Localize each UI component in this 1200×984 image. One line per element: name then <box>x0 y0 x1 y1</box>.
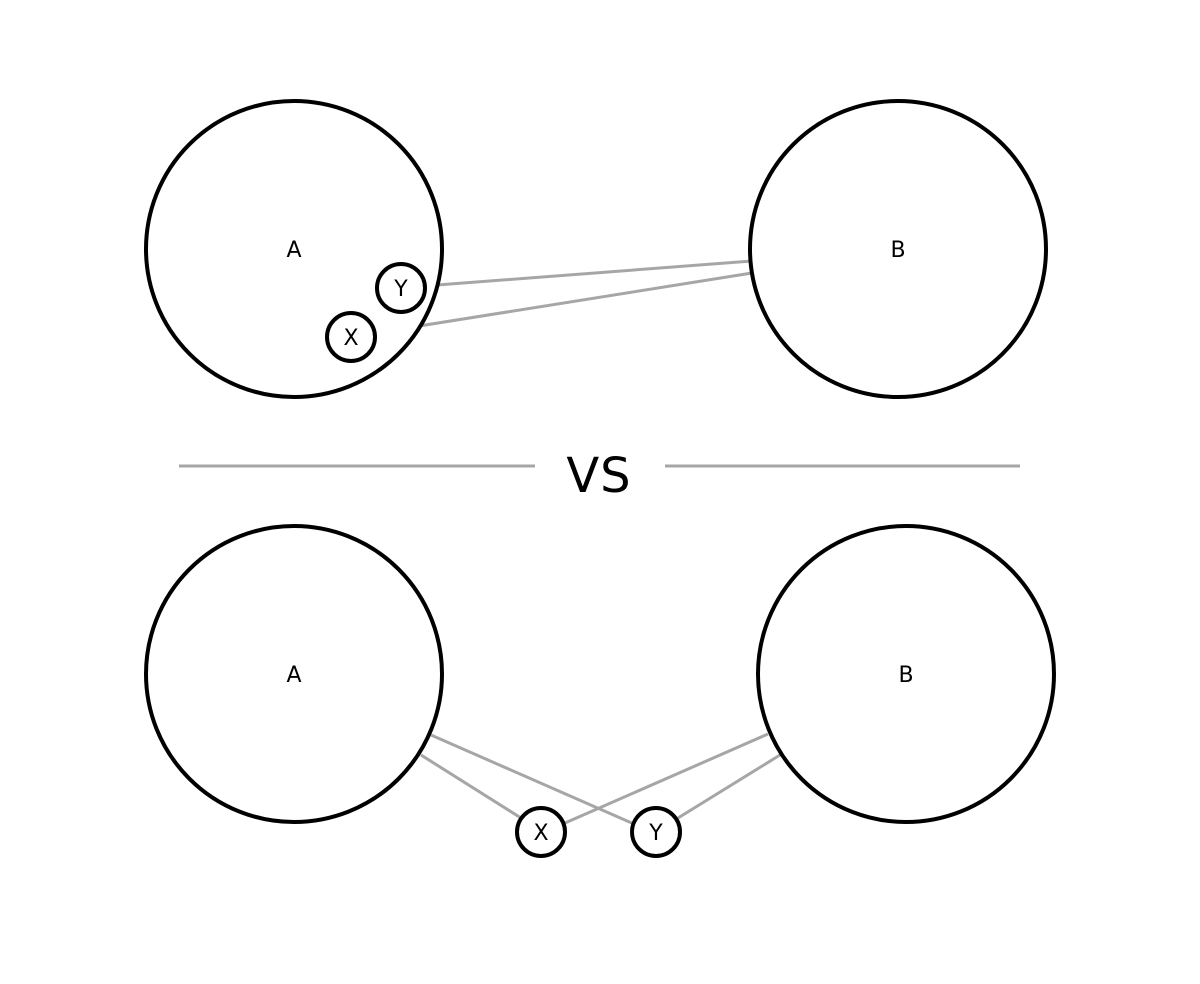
bottom-connector-a-to-x <box>420 753 522 820</box>
top-circle-b <box>748 99 1048 399</box>
top-node-x <box>325 311 377 363</box>
top-circle-b-label: B <box>890 238 905 263</box>
bottom-node-y-label: Y <box>648 821 663 846</box>
bottom-node-x <box>515 806 567 858</box>
bottom-circle-a <box>144 524 444 824</box>
top-node-x-label: X <box>343 326 358 351</box>
bottom-connector-x-to-b <box>564 732 769 825</box>
vs-divider: VS <box>179 448 1020 504</box>
top-connector-y-to-b <box>423 259 753 288</box>
bottom-circle-a-label: A <box>286 663 301 688</box>
bottom-node-y <box>630 806 682 858</box>
vs-label: VS <box>566 448 631 504</box>
bottom-circle-b-label: B <box>898 663 913 688</box>
top-scenario: A B Y X <box>144 99 1048 399</box>
bottom-node-x-label: X <box>533 821 548 846</box>
top-connector-x-to-b <box>374 271 753 335</box>
bottom-circle-b <box>756 524 1056 824</box>
top-node-y <box>375 262 427 314</box>
top-node-y-label: Y <box>393 277 408 302</box>
bottom-scenario: A B X Y <box>144 524 1056 858</box>
bottom-connector-y-to-b <box>677 753 781 820</box>
top-circle-a-label: A <box>286 238 301 263</box>
